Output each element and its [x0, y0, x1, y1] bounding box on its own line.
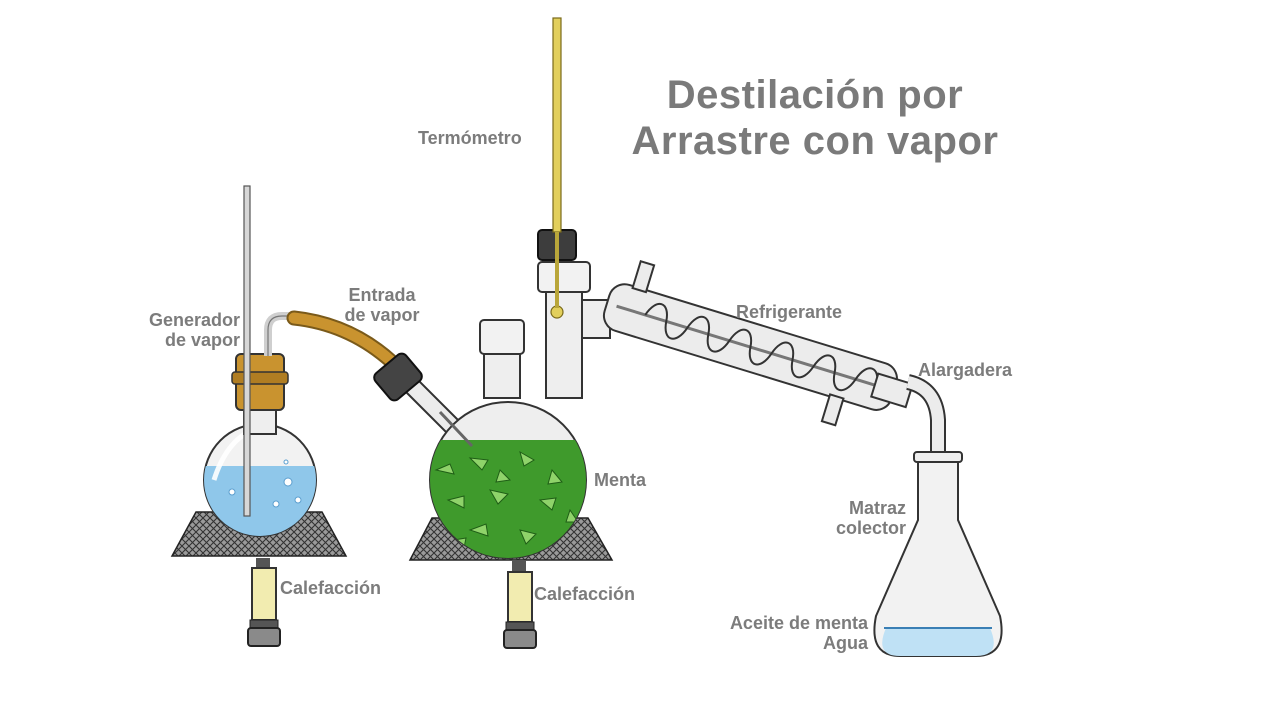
- diagram-title: Destilación por Arrastre con vapor: [560, 72, 1070, 164]
- label-generador: Generador de vapor: [120, 310, 240, 350]
- label-generador-line-2: de vapor: [164, 330, 240, 350]
- label-matraz: Matraz colector: [800, 498, 906, 538]
- middle-burner: [507, 571, 533, 623]
- safety-tube: [243, 185, 251, 517]
- steam-generator: [170, 185, 348, 647]
- collected-water: [882, 628, 994, 656]
- title-line-2: Arrastre con vapor: [631, 119, 999, 163]
- label-matraz-line-2: colector: [835, 518, 906, 538]
- label-aceite-agua: Aceite de menta Agua: [686, 613, 868, 653]
- label-calefaccion-left: Calefacción: [280, 578, 382, 598]
- label-calefaccion-right: Calefacción: [534, 584, 636, 604]
- label-entrada-line-2: de vapor: [344, 305, 420, 325]
- label-alargadera: Alargadera: [918, 360, 1013, 380]
- label-entrada: Entrada de vapor: [330, 285, 434, 325]
- condenser: [602, 260, 914, 427]
- label-matraz-line-1: Matraz: [848, 498, 906, 518]
- label-agua: Agua: [823, 633, 868, 653]
- distillation-flask: [373, 17, 614, 649]
- left-burner: [251, 567, 277, 621]
- label-entrada-line-1: Entrada: [348, 285, 416, 305]
- collecting-flask: [873, 451, 1003, 657]
- label-generador-line-1: Generador: [148, 310, 240, 330]
- condenser-coil: [644, 303, 879, 392]
- title-line-1: Destilación por: [666, 73, 964, 117]
- label-refrigerante: Refrigerante: [736, 302, 843, 322]
- label-menta: Menta: [594, 470, 647, 490]
- label-termometro: Termómetro: [418, 128, 522, 148]
- label-aceite: Aceite de menta: [729, 613, 868, 633]
